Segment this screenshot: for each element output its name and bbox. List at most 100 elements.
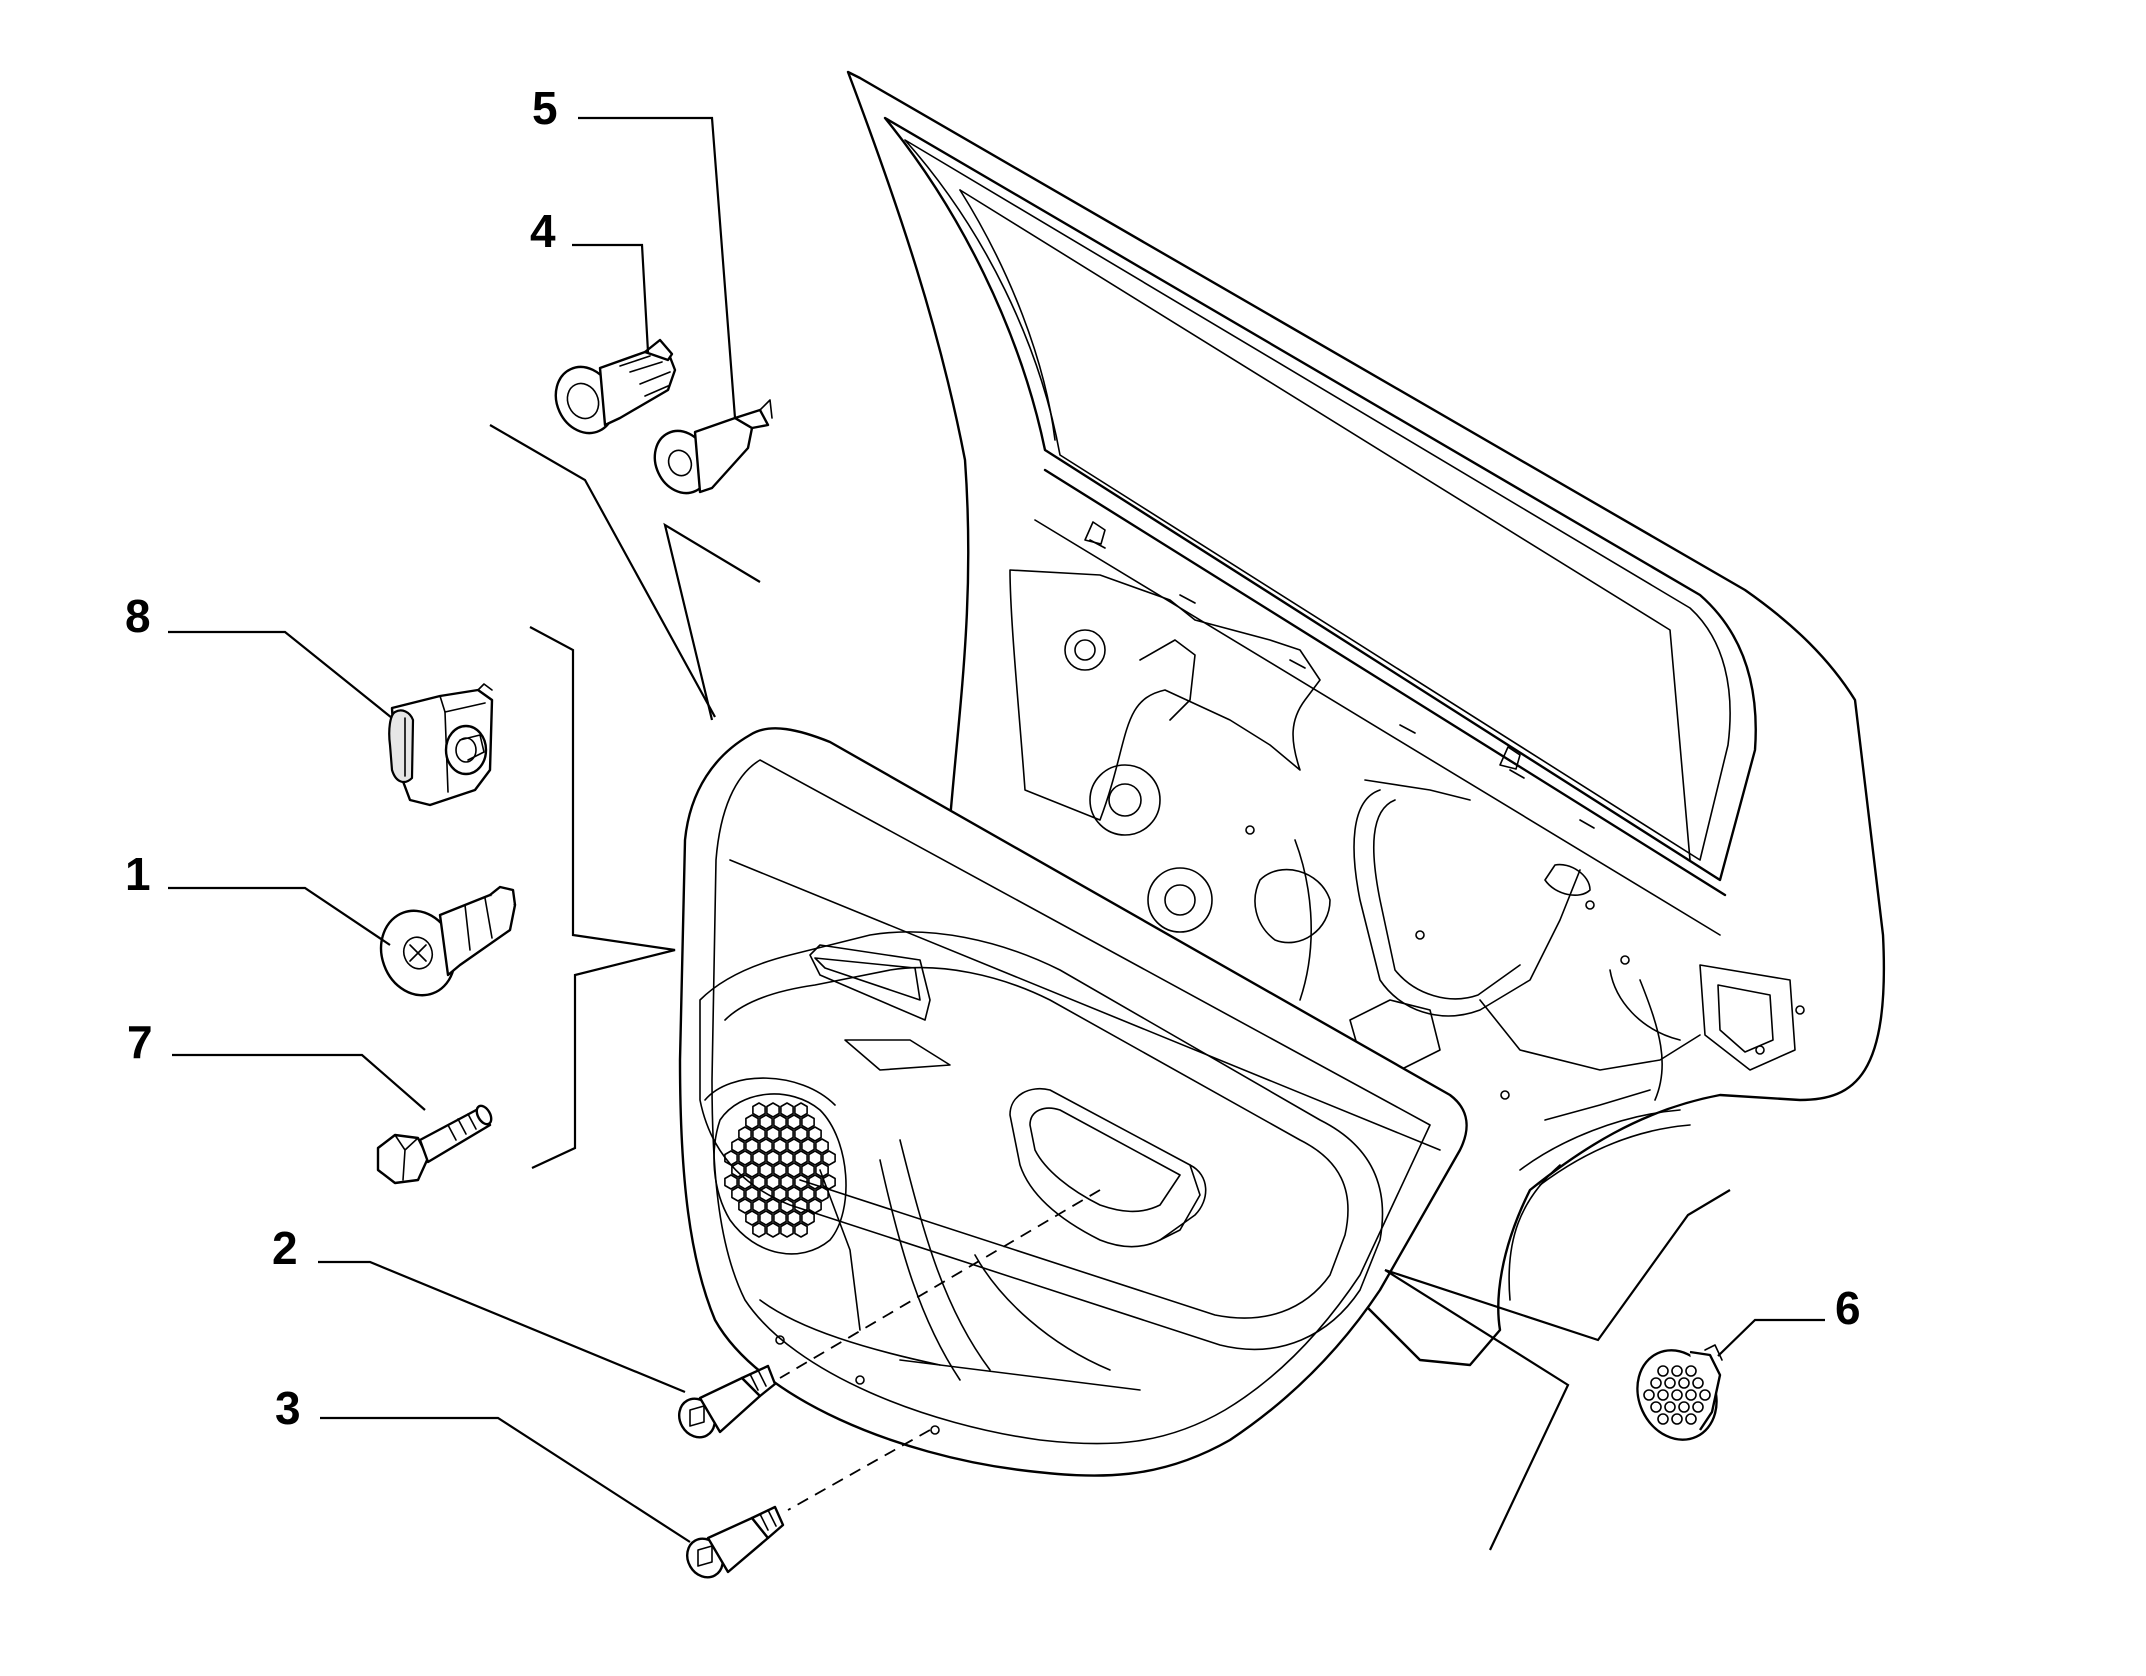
grille-hole [780, 1150, 794, 1166]
grille-hole [808, 1126, 822, 1142]
grille-hole [724, 1150, 738, 1166]
grille-hole [731, 1138, 745, 1154]
leader-2 [318, 1260, 686, 1394]
grille-hole [766, 1198, 780, 1214]
grille-hole [773, 1138, 787, 1154]
grille-hole [822, 1150, 836, 1166]
leader-4 [572, 243, 650, 353]
grille-hole [738, 1174, 752, 1190]
grille-hole [787, 1162, 801, 1178]
grille-hole [787, 1186, 801, 1202]
grille-hole [794, 1222, 808, 1238]
cap-hole [1657, 1389, 1669, 1401]
grille-hole [766, 1150, 780, 1166]
grille-hole [780, 1126, 794, 1142]
grille-hole [801, 1210, 815, 1226]
cap-hole [1685, 1365, 1697, 1377]
cap-hole [1685, 1389, 1697, 1401]
callout-2: 2 [272, 1222, 298, 1274]
part-2-socket-screw [678, 1364, 777, 1439]
grille-hole [738, 1198, 752, 1214]
grille-hole [773, 1114, 787, 1130]
grille-hole [780, 1102, 794, 1118]
grille-hole [766, 1222, 780, 1238]
grille-hole [752, 1222, 766, 1238]
grille-hole [801, 1186, 815, 1202]
grille-hole [745, 1186, 759, 1202]
leader-7 [172, 1053, 426, 1111]
grille-hole [801, 1138, 815, 1154]
grille-hole [787, 1138, 801, 1154]
grille-hole [808, 1198, 822, 1214]
cap-hole [1692, 1377, 1704, 1389]
grille-hole [752, 1102, 766, 1118]
part-3-socket-screw [686, 1505, 785, 1579]
cap-hole [1678, 1401, 1690, 1413]
callout-numbers: 5 4 8 1 7 2 3 6 [125, 82, 1861, 1434]
cap-hole [1685, 1413, 1697, 1425]
grille-hole [787, 1114, 801, 1130]
grille-hole [773, 1210, 787, 1226]
grille-hole [745, 1210, 759, 1226]
part-5-pin-clip [653, 399, 773, 495]
grille-hole [766, 1102, 780, 1118]
part-4-push-clip [554, 338, 677, 435]
grille-hole [773, 1162, 787, 1178]
grille-hole [801, 1162, 815, 1178]
grille-hole [815, 1138, 829, 1154]
grille-hole [801, 1114, 815, 1130]
door-shell [846, 70, 1886, 1367]
grille-hole [780, 1174, 794, 1190]
grille-hole [766, 1126, 780, 1142]
grille-hole [794, 1150, 808, 1166]
leader-6 [1717, 1318, 1825, 1357]
part-6-grille-cap [1636, 1344, 1723, 1441]
grille-hole [724, 1174, 738, 1190]
cap-hole [1664, 1377, 1676, 1389]
speaker-grille [704, 1077, 847, 1255]
leader-3 [320, 1416, 691, 1543]
grille-hole [787, 1210, 801, 1226]
leader-1 [168, 886, 391, 946]
callout-6: 6 [1835, 1282, 1861, 1334]
assembly-brackets [489, 424, 1731, 1551]
part-1-rivet-clip [379, 885, 517, 997]
cap-hole [1671, 1389, 1683, 1401]
leader-8 [168, 630, 393, 719]
cap-hole [1643, 1389, 1655, 1401]
grille-hole [815, 1162, 829, 1178]
cap-hole [1699, 1389, 1711, 1401]
grille-hole [808, 1174, 822, 1190]
grille-hole [822, 1174, 836, 1190]
cap-hole [1678, 1377, 1690, 1389]
callout-3: 3 [275, 1382, 301, 1434]
grille-hole [808, 1150, 822, 1166]
grille-hole [745, 1138, 759, 1154]
cap-hole [1664, 1401, 1676, 1413]
callout-leaders [168, 116, 1825, 1543]
grille-hole [773, 1186, 787, 1202]
grille-hole [752, 1174, 766, 1190]
cap-hole [1650, 1401, 1662, 1413]
door-trim-panel [678, 727, 1468, 1477]
cap-hole [1692, 1401, 1704, 1413]
grille-hole [759, 1186, 773, 1202]
leader-5 [578, 116, 737, 419]
cap-hole [1657, 1413, 1669, 1425]
grille-hole [759, 1138, 773, 1154]
grille-hole [794, 1174, 808, 1190]
grille-hole [745, 1162, 759, 1178]
cap-hole [1671, 1365, 1683, 1377]
grille-hole [759, 1210, 773, 1226]
grille-hole [815, 1186, 829, 1202]
cap-hole [1650, 1377, 1662, 1389]
grille-hole [738, 1126, 752, 1142]
grille-hole [794, 1126, 808, 1142]
grille-hole [752, 1126, 766, 1142]
cap-hole [1671, 1413, 1683, 1425]
grille-hole [752, 1198, 766, 1214]
callout-8: 8 [125, 590, 151, 642]
grille-hole [780, 1198, 794, 1214]
grille-hole [745, 1114, 759, 1130]
